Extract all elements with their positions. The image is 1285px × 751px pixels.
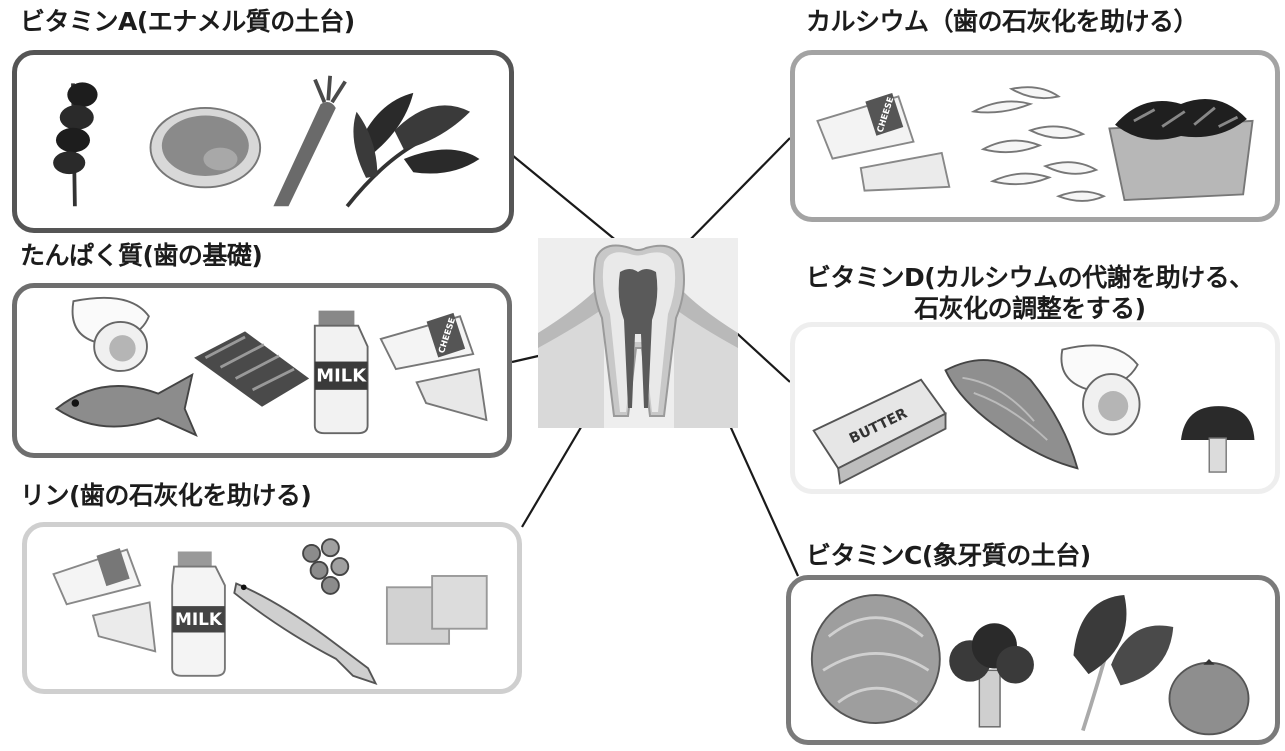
butter-icon: BUTTER	[812, 378, 947, 485]
milk-bottle-icon: MILK	[313, 310, 369, 435]
label-vitamin-a: ビタミンA(エナメル質の土台)	[20, 7, 355, 36]
meat-slice-icon	[149, 106, 262, 189]
milk-label: MILK	[316, 365, 367, 386]
label-vitamin-d-line1: ビタミンD(カルシウムの代謝を助ける、	[806, 263, 1254, 292]
komatsuna-icon	[1073, 595, 1174, 732]
beef-icon	[194, 331, 310, 407]
box-calcium: CHEESE	[790, 50, 1280, 222]
milk-bottle-icon: MILK	[171, 551, 226, 677]
egg-icon	[1060, 344, 1141, 436]
beans-icon	[302, 538, 350, 595]
label-calcium: カルシウム（歯の石灰化を助ける）	[806, 7, 1199, 36]
cheese-icon: CHEESE	[379, 312, 488, 422]
label-vitamin-d-line2: 石灰化の調整をする)	[914, 294, 1146, 324]
cheese-icon: CHEESE	[816, 92, 951, 192]
spinach-icon	[345, 92, 480, 208]
egg-icon	[71, 296, 150, 372]
mushroom-icon	[1180, 406, 1255, 473]
broccoli-icon	[949, 623, 1034, 728]
dried-small-fish-icon	[970, 86, 1107, 202]
box-phosphorus: MILK	[22, 522, 522, 694]
milk-label: MILK	[175, 609, 223, 629]
connector-vitamin-a	[511, 154, 619, 243]
hijiki-seaweed-icon	[1108, 98, 1254, 202]
connector-calcium	[681, 137, 791, 249]
salmon-icon	[944, 359, 1079, 470]
box-vitamin-a	[12, 50, 514, 233]
label-phosphorus: リン(歯の石灰化を助ける)	[20, 481, 312, 510]
label-protein: たんぱく質(歯の基礎)	[20, 241, 263, 270]
label-vitamin-c: ビタミンC(象牙質の土台)	[806, 541, 1091, 570]
tofu-icon	[385, 575, 488, 645]
tooth-icon	[538, 238, 738, 428]
orange-icon	[1168, 659, 1250, 736]
label-vitamin-d: ビタミンD(カルシウムの代謝を助ける、 石灰化の調整をする)	[806, 262, 1254, 325]
fish-icon	[54, 372, 198, 437]
cabbage-icon	[810, 594, 941, 724]
box-vitamin-c	[786, 575, 1280, 745]
chicken-liver-skewer-icon	[53, 82, 98, 207]
box-protein: MILK CHEESE	[12, 283, 512, 458]
box-vitamin-d: BUTTER	[790, 322, 1280, 494]
carrot-icon	[273, 75, 347, 207]
cheese-icon	[52, 548, 157, 653]
sardine-icon	[233, 582, 378, 685]
